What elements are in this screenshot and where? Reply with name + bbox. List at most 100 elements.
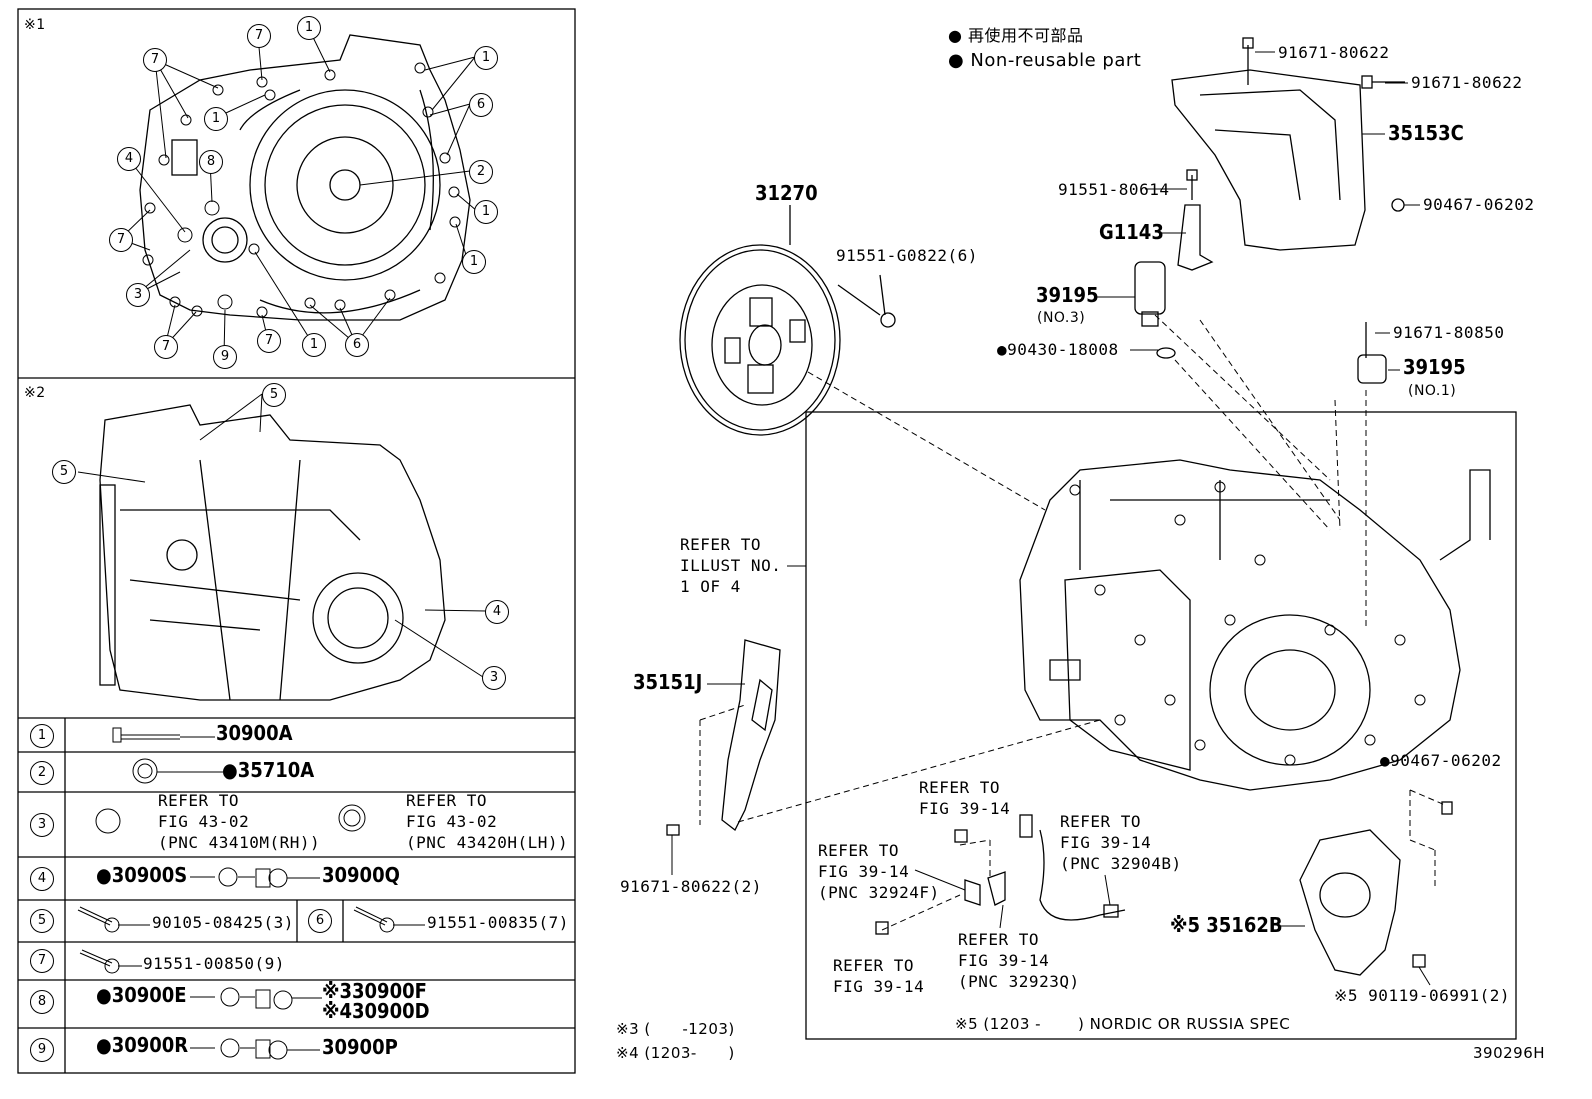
- panel1-mark: ※1: [24, 17, 46, 33]
- label-35153C: 35153C: [1388, 121, 1464, 145]
- callout-4: 4: [485, 600, 509, 624]
- left-frame: [17, 8, 576, 1074]
- label-35151J: 35151J: [633, 670, 703, 694]
- label-no1: (NO.1): [1408, 383, 1457, 399]
- part-30900F: ※330900F: [322, 979, 427, 1003]
- refer-fig-e2: FIG 39-14: [833, 977, 925, 996]
- row-number: 4: [30, 867, 54, 891]
- transaxle-drawing: [1019, 459, 1491, 791]
- cover-35162b-drawing: [1299, 801, 1453, 976]
- part-30900S: ●30900S: [96, 863, 188, 887]
- label-leaders: [671, 51, 1431, 986]
- label-91551-80614: 91551-80614: [1058, 180, 1170, 199]
- bracket-35151j-drawing: [666, 639, 781, 836]
- refer-fig-c2: FIG 39-14: [818, 862, 910, 881]
- callout-6: 6: [469, 93, 493, 117]
- row-number: 7: [30, 949, 54, 973]
- refer-fig-b3: (PNC 32904B): [1060, 854, 1182, 873]
- label-90467-06202-a: 90467-06202: [1423, 195, 1535, 214]
- refer-fig-d1: REFER TO: [958, 930, 1040, 949]
- bracket-g1143-drawing: [1177, 169, 1214, 271]
- refer-illust-2: ILLUST NO.: [680, 556, 782, 575]
- callout-6: 6: [345, 333, 369, 357]
- clutch-disc-drawing: [679, 205, 896, 436]
- refer-fig-c3: (PNC 32924F): [818, 883, 940, 902]
- refer-fig-d2: FIG 39-14: [958, 951, 1050, 970]
- label-91551-G0822: 91551-G0822(6): [836, 246, 978, 265]
- refer-right-2: FIG 43-02: [406, 812, 498, 831]
- row-number: 3: [30, 813, 54, 837]
- refer-fig-a2: FIG 39-14: [919, 799, 1011, 818]
- label-91671-80622-b: 91671-80622: [1411, 73, 1523, 92]
- callout-7: 7: [143, 48, 167, 72]
- mount-drawing: [1134, 261, 1387, 384]
- part-30900E: ●30900E: [96, 983, 187, 1007]
- callout-1: 1: [204, 107, 228, 131]
- part-35710A: ●35710A: [222, 758, 315, 782]
- callout-1: 1: [302, 333, 326, 357]
- callout-5: 5: [262, 383, 286, 407]
- refer-fig-d3: (PNC 32923Q): [958, 972, 1080, 991]
- callout-1: 1: [474, 200, 498, 224]
- callout-4: 4: [117, 147, 141, 171]
- row-number: 1: [30, 724, 54, 748]
- callout-3: 3: [126, 283, 150, 307]
- refer-fig-b1: REFER TO: [1060, 812, 1142, 831]
- parts-table-grid: [18, 718, 575, 1073]
- refer-illust-1: REFER TO: [680, 535, 762, 554]
- callout-7: 7: [247, 24, 271, 48]
- refer-fig-c1: REFER TO: [818, 841, 900, 860]
- callout-1: 1: [297, 16, 321, 40]
- callout-7: 7: [257, 329, 281, 353]
- label-35162B: ※5 35162B: [1170, 913, 1283, 937]
- sensor-harness-drawing: [875, 814, 1126, 935]
- transaxle-bolts: [1069, 481, 1426, 766]
- refer-illust-3: 1 OF 4: [680, 577, 741, 596]
- part-91551-00835: 91551-00835(7): [427, 913, 569, 932]
- label-31270: 31270: [755, 181, 818, 205]
- row-number: 9: [30, 1038, 54, 1062]
- row-number: 5: [30, 909, 54, 933]
- refer-left-3: (PNC 43410M(RH)): [158, 833, 321, 852]
- row-number: 2: [30, 761, 54, 785]
- callout-7: 7: [109, 228, 133, 252]
- panel2-mark: ※2: [24, 385, 46, 401]
- callout-8: 8: [199, 150, 223, 174]
- transaxle-frame: [805, 411, 1517, 1040]
- legend-en: ● Non-reusable part: [948, 50, 1142, 71]
- part-30900P: 30900P: [322, 1035, 398, 1059]
- label-90430-18008: ●90430-18008: [997, 340, 1119, 359]
- label-90119-06991: ※5 90119-06991(2): [1334, 986, 1511, 1005]
- housing-front-drawing: [139, 34, 471, 321]
- label-91671-80622-a: 91671-80622: [1278, 43, 1390, 62]
- label-91671-80850: 91671-80850: [1393, 323, 1505, 342]
- note-3: ※3 ( -1203): [616, 1020, 735, 1038]
- callout-2: 2: [469, 160, 493, 184]
- dashed-leaders: [699, 314, 1446, 931]
- refer-left-1: REFER TO: [158, 791, 240, 810]
- panel2-leaders: [77, 393, 487, 678]
- label-90467-06202-b: ●90467-06202: [1380, 751, 1502, 770]
- callout-3: 3: [482, 666, 506, 690]
- part-91551-00850: 91551-00850(9): [143, 954, 285, 973]
- part-30900Q: 30900Q: [322, 863, 400, 887]
- bracket-35153c-drawing: [1171, 37, 1405, 251]
- callout-9: 9: [213, 345, 237, 369]
- part-30900R: ●30900R: [96, 1033, 189, 1057]
- table-icons: [77, 727, 425, 1060]
- label-G1143: G1143: [1099, 220, 1164, 244]
- note-4: ※4 (1203- ): [616, 1044, 735, 1062]
- label-39195-no1: 39195: [1403, 355, 1466, 379]
- housing-rear-drawing: [99, 404, 446, 701]
- callout-1: 1: [474, 46, 498, 70]
- label-39195-no3: 39195: [1036, 283, 1099, 307]
- part-30900D: ※430900D: [322, 999, 430, 1023]
- note-5: ※5 (1203 - ) NORDIC OR RUSSIA SPEC: [955, 1015, 1291, 1033]
- row-number: 8: [30, 990, 54, 1014]
- refer-fig-e1: REFER TO: [833, 956, 915, 975]
- refer-fig-b2: FIG 39-14: [1060, 833, 1152, 852]
- label-91671-80622-2: 91671-80622(2): [620, 877, 762, 896]
- callout-7: 7: [154, 335, 178, 359]
- refer-right-1: REFER TO: [406, 791, 488, 810]
